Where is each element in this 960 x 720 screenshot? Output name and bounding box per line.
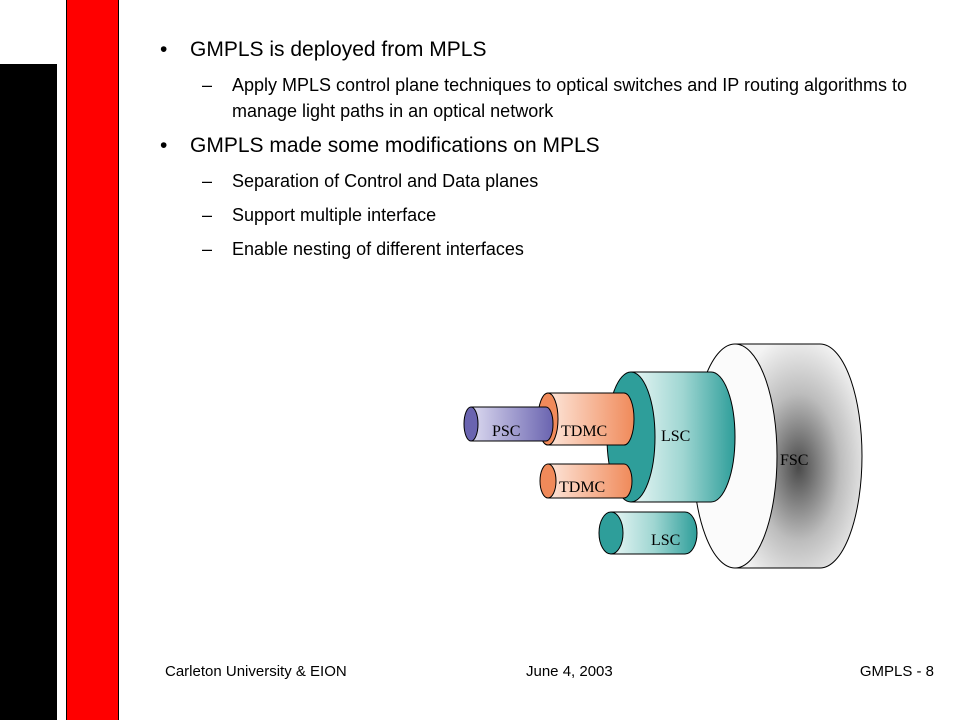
left-black-bar (0, 64, 57, 720)
tdmc-top-cylinder (537, 392, 635, 446)
slide-body: • GMPLS is deployed from MPLS – Apply MP… (160, 36, 940, 270)
bullet-1: • GMPLS is deployed from MPLS (160, 36, 940, 64)
lsc-main-label: LSC (661, 428, 690, 445)
bullet-2-sub-1-text: Separation of Control and Data planes (232, 171, 539, 191)
nested-interfaces-diagram: FSC LSC LSC TDMC TDMC PSC (463, 343, 863, 569)
dash-marker: – (202, 205, 213, 225)
lsc-small-cylinder (598, 511, 698, 555)
bullet-2-sub-3-text: Enable nesting of different interfaces (232, 239, 524, 259)
bullet-1-sub-1: – Apply MPLS control plane techniques to… (160, 72, 940, 124)
footer-date: June 4, 2003 (526, 663, 613, 680)
bullet-2-sub-2-text: Support multiple interface (232, 205, 437, 225)
footer-organization: Carleton University & EION (165, 663, 347, 680)
bullet-marker: • (160, 134, 168, 157)
bullet-2-sub-1: – Separation of Control and Data planes (160, 168, 940, 194)
left-red-bar (66, 0, 119, 720)
bullet-1-text: GMPLS is deployed from MPLS (190, 38, 487, 61)
tdmc-top-label: TDMC (561, 423, 607, 440)
footer-page-number: GMPLS - 8 (859, 663, 934, 680)
bullet-marker: • (160, 38, 168, 61)
fsc-label: FSC (780, 452, 808, 469)
bullet-1-sub-1-text: Apply MPLS control plane techniques to o… (232, 75, 908, 121)
psc-cylinder (463, 406, 554, 442)
bullet-2-sub-3: – Enable nesting of different interfaces (160, 236, 940, 262)
tdmc-bottom-cylinder (539, 463, 633, 499)
tdmc-bottom-label: TDMC (559, 479, 605, 496)
dash-marker: – (202, 75, 213, 95)
bullet-2-sub-2: – Support multiple interface (160, 202, 940, 228)
bullet-2: • GMPLS made some modifications on MPLS (160, 132, 940, 160)
lsc-small-label: LSC (651, 532, 680, 549)
bullet-2-text: GMPLS made some modifications on MPLS (190, 134, 600, 157)
dash-marker: – (202, 171, 213, 191)
dash-marker: – (202, 239, 213, 259)
psc-label: PSC (492, 423, 520, 440)
